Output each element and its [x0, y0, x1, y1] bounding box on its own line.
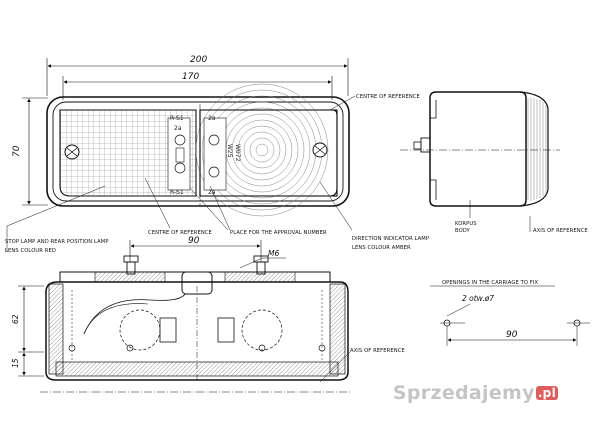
- label-body: BODY: [455, 228, 471, 234]
- dim-base: 15: [11, 358, 20, 368]
- label-korpus: KORPUS: [455, 221, 477, 227]
- watermark-text: Sprzedajemy: [392, 382, 535, 404]
- dim-stud-spacing: 90: [188, 236, 200, 246]
- dim-depth: 62: [11, 314, 20, 324]
- section-view: [18, 240, 351, 393]
- label-direction: DIRECTION INDICATOR LAMP: [352, 236, 429, 242]
- label-centre-ref-front: CENTRE OF REFERENCE: [148, 230, 212, 236]
- front-view: [6, 58, 356, 252]
- dim-thread: M6: [268, 249, 279, 258]
- label-direction-colour: LENS COLOUR AMBER: [352, 245, 411, 251]
- dim-height: 70: [12, 145, 22, 157]
- side-view: [400, 91, 560, 232]
- lens-mark-left-bot: R-S1: [170, 189, 184, 196]
- label-stop-lamp: STOP LAMP AND REAR POSITION LAMP: [5, 239, 109, 245]
- label-stop-lamp-colour: LENS COLOUR RED: [5, 248, 56, 254]
- lens-mark-left-mid: 2a: [174, 125, 182, 132]
- lens-mark-left-top: R-S1: [170, 115, 184, 122]
- holes-count: 2 otw.ø7: [462, 294, 494, 303]
- lens-mark-approval: W072: [234, 144, 241, 162]
- label-axis-ref-side: AXIS OF REFERENCE: [533, 228, 588, 234]
- lens-mark-right-bot: 2a: [208, 189, 216, 196]
- label-approval: PLACE FOR THE APPROVAL NUMBER: [230, 230, 327, 236]
- label-axis-ref-section: AXIS OF REFERENCE: [350, 348, 405, 354]
- label-openings: OPENINGS IN THE CARRIAGE TO FIX: [442, 280, 539, 286]
- lens-mark-approval-2: W25: [226, 144, 233, 158]
- watermark-logo: Sprzedajemy.pl: [393, 382, 558, 404]
- label-centre-ref-top: CENTRE OF REFERENCE: [356, 94, 420, 100]
- dim-inner-width: 170: [182, 72, 199, 82]
- mounting-holes-diagram: [430, 285, 590, 346]
- dim-holes-spacing: 90: [506, 330, 518, 340]
- lens-mark-right-top: 2a: [208, 115, 216, 122]
- dim-overall-width: 200: [190, 55, 207, 65]
- watermark-suffix: .pl: [535, 386, 558, 400]
